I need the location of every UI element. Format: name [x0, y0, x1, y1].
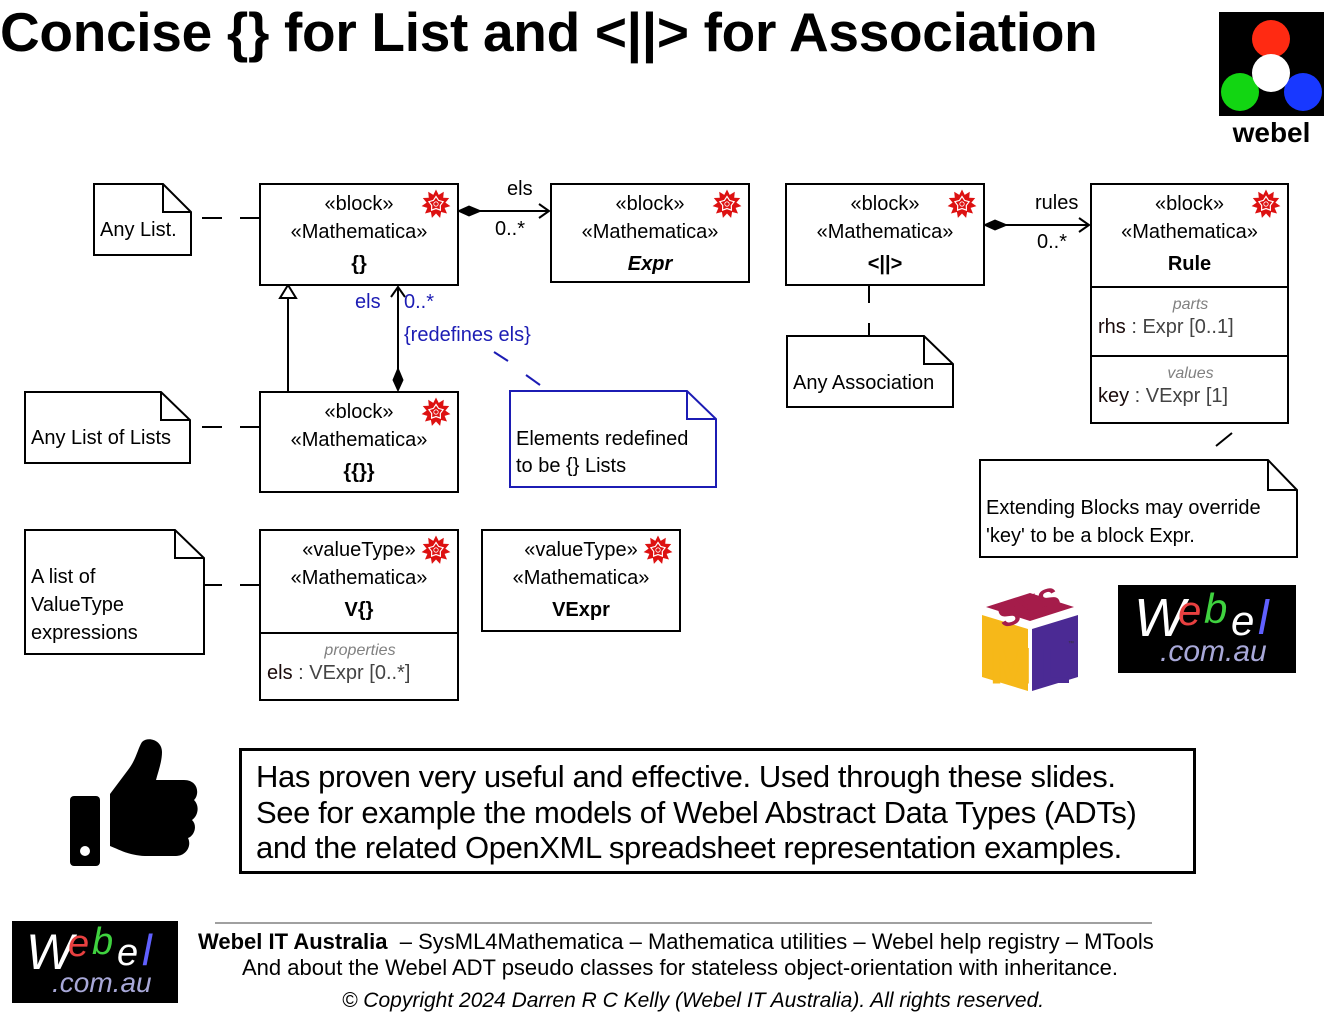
stereotype: «block»: [1155, 193, 1224, 215]
wolfram-spikey-icon: [421, 189, 451, 219]
stereotype: «block»: [324, 193, 394, 215]
note-any-list: Any List.: [93, 183, 193, 256]
webel-rgb-circles-icon: [1219, 12, 1324, 116]
property-type: : Expr [0..1]: [1125, 316, 1234, 338]
wolfram-spikey-icon: [947, 189, 977, 219]
block-name: <||>: [867, 253, 903, 275]
composition-diamond: [982, 219, 1009, 231]
composition-diamond: [392, 366, 404, 393]
footer-line2[interactable]: And about the Webel ADT pseudo classes f…: [242, 955, 1119, 980]
stereotype: «Mathematica»: [512, 567, 650, 589]
property-name: key: [1098, 385, 1130, 407]
message-line: and the related OpenXML spreadsheet repr…: [256, 830, 1122, 865]
sysml-logo: SYS M L ™: [980, 579, 1080, 695]
property-els[interactable]: els : VExpr [0..*]: [267, 660, 453, 686]
role-label: rules: [1035, 192, 1079, 214]
constraint-label: {redefines els}: [404, 324, 531, 346]
stereotype: «Mathematica»: [290, 221, 428, 243]
multiplicity-label: 0..*: [1037, 231, 1068, 253]
wolfram-spikey-icon: [1251, 189, 1281, 219]
message-line: Has proven very useful and effective. Us…: [256, 759, 1116, 794]
block-name: Expr: [627, 253, 673, 275]
footer-links: Webel IT Australia – SysML4Mathematica –…: [198, 929, 1154, 955]
block-list[interactable]: «block» «Mathematica» {}: [259, 183, 459, 286]
property-name: els: [267, 662, 293, 684]
compartment-label: properties: [324, 642, 396, 659]
composition-diamond: [456, 205, 483, 217]
compartment-properties: properties els : VExpr [0..*]: [261, 632, 457, 690]
role-label: els: [507, 178, 533, 200]
multiplicity-label: 0..*: [495, 218, 526, 240]
compartment-values: values key : VExpr [1]: [1092, 355, 1287, 413]
message-box: Has proven very useful and effective. Us…: [239, 748, 1196, 874]
message-line: See for example the models of Webel Abst…: [256, 794, 1137, 830]
stereotype: «Mathematica»: [581, 221, 719, 243]
stereotype: «Mathematica»: [290, 429, 428, 451]
svg-text:L: L: [1040, 638, 1071, 693]
note-elements-redefined: Elements redefined to be {} Lists: [509, 390, 718, 489]
slide-title: Concise {} for List and <||> for Associa…: [0, 1, 1098, 63]
note-any-list-of-lists: Any List of Lists: [24, 391, 192, 464]
property-type: : VExpr [1]: [1129, 385, 1229, 407]
multiplicity-label: 0..*: [404, 291, 435, 313]
block-name: {}: [351, 253, 367, 275]
valuetype-vexpr[interactable]: «valueType» «Mathematica» VExpr: [481, 529, 681, 632]
wolfram-spikey-icon: [643, 535, 673, 565]
footer-divider: [215, 922, 1152, 924]
stereotype: «block»: [324, 401, 394, 423]
svg-text:™: ™: [1068, 640, 1074, 647]
block-list-of-lists[interactable]: «block» «Mathematica» {{}}: [259, 391, 459, 493]
property-rhs[interactable]: rhs : Expr [0..1]: [1098, 314, 1283, 340]
note-valuetype-list: A list of ValueType expressions: [24, 529, 206, 656]
stereotype: «block»: [850, 193, 920, 215]
stereotype: «Mathematica»: [290, 567, 428, 589]
footer-copyright: © Copyright 2024 Darren R C Kelly (Webel…: [342, 989, 1045, 1012]
wolfram-spikey-icon: [421, 535, 451, 565]
stereotype: «block»: [615, 193, 685, 215]
compartment-parts: parts rhs : Expr [0..1]: [1092, 286, 1287, 355]
stereotype: «valueType»: [302, 539, 416, 561]
valuetype-vlist[interactable]: «valueType» «Mathematica» V{} properties…: [259, 529, 459, 701]
footer-org-link[interactable]: Webel IT Australia: [198, 929, 388, 954]
block-name: {{}}: [343, 461, 375, 483]
block-rule[interactable]: «block» «Mathematica» Rule parts rhs : E…: [1090, 183, 1289, 424]
property-type: : VExpr [0..*]: [292, 662, 411, 684]
compartment-label: parts: [1172, 296, 1209, 313]
webel-logo: webel: [1219, 12, 1324, 152]
block-name: VExpr: [552, 599, 610, 621]
logo-W: W: [1134, 588, 1185, 648]
role-label: els: [355, 291, 381, 313]
footer-webel-logo[interactable]: W e b e l .com.au: [12, 921, 178, 1003]
generalization-arrowhead: [278, 283, 298, 299]
stereotype: «valueType»: [524, 539, 638, 561]
wolfram-spikey-icon: [712, 189, 742, 219]
block-expr[interactable]: «block» «Mathematica» Expr: [550, 183, 750, 283]
block-name: Rule: [1167, 253, 1212, 275]
stereotype: «Mathematica»: [816, 221, 954, 243]
note-extending-blocks: Extending Blocks may override 'key' to b…: [979, 459, 1299, 559]
block-association[interactable]: «block» «Mathematica» <||>: [785, 183, 985, 286]
thumbs-up-icon: [68, 738, 200, 868]
property-name: rhs: [1098, 316, 1126, 338]
wolfram-spikey-icon: [421, 397, 451, 427]
stereotype: «Mathematica»: [1121, 221, 1258, 243]
note-any-association: Any Association: [786, 335, 955, 408]
svg-text:M: M: [990, 638, 1032, 693]
webel-com-au-logo: W e b e l .com.au: [1118, 585, 1296, 673]
compartment-label: values: [1167, 365, 1214, 382]
property-key[interactable]: key : VExpr [1]: [1098, 383, 1283, 409]
block-name: V{}: [344, 599, 374, 621]
webel-logo-text: webel: [1232, 117, 1311, 148]
footer-links-text[interactable]: – SysML4Mathematica – Mathematica utilit…: [387, 929, 1154, 954]
